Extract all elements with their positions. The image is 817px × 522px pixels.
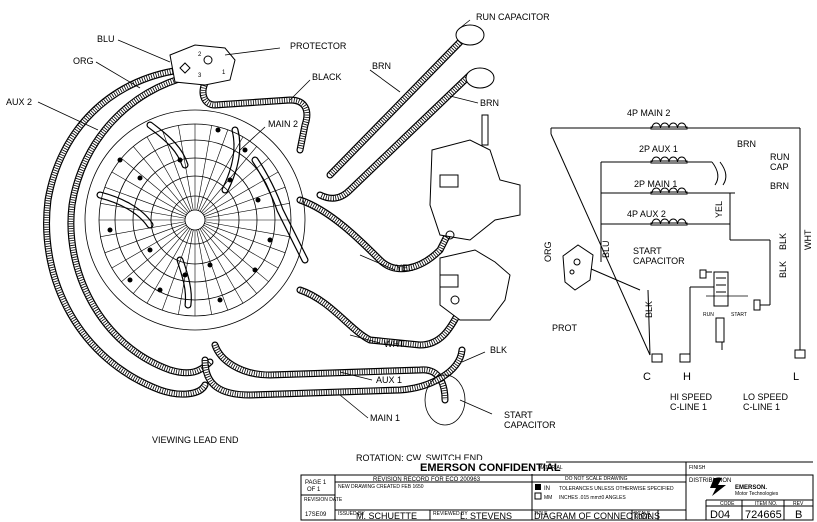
leader-lines bbox=[37, 19, 493, 419]
item-label: ITEM NO. bbox=[755, 501, 777, 507]
label-brn-mid: BRN bbox=[480, 98, 499, 108]
sch-blk-left: BLK bbox=[644, 301, 654, 318]
protector-terminal-3: 3 bbox=[198, 73, 202, 79]
sch-term-c: C bbox=[643, 371, 651, 383]
code-label: CODE bbox=[720, 501, 735, 507]
label-protector: PROTECTOR bbox=[290, 41, 347, 51]
sch-start-cap-2: CAPACITOR bbox=[633, 256, 685, 266]
sch-run-cap-1: RUN bbox=[770, 152, 790, 162]
label-blk: BLK bbox=[490, 345, 507, 355]
centrifugal-switch bbox=[429, 114, 521, 321]
sch-run: RUN bbox=[703, 312, 714, 318]
sch-yel: YEL bbox=[714, 201, 724, 218]
protector-terminal-1: 1 bbox=[222, 70, 226, 76]
item-value: 724665 bbox=[745, 509, 782, 521]
label-black: BLACK bbox=[312, 72, 342, 82]
terminal-l bbox=[794, 349, 806, 359]
rev-value: B bbox=[795, 509, 802, 521]
terminal-h bbox=[679, 353, 691, 363]
sch-term-h: H bbox=[683, 371, 691, 383]
revision-record: REVISION RECORD FOR ECO 200963 bbox=[373, 477, 481, 483]
tol-values: INCHES .015 mm±0 ANGLES bbox=[559, 495, 626, 501]
issued-by: M. SCHUETTE bbox=[356, 511, 417, 521]
sch-lo-speed-2: C-LINE 1 bbox=[743, 402, 780, 412]
sch-run-cap-2: CAP bbox=[770, 162, 789, 172]
sch-blk-right: BLK bbox=[778, 233, 788, 250]
start-capacitor bbox=[424, 374, 466, 426]
sch-blu: BLU bbox=[601, 240, 611, 258]
sch-main2: 4P MAIN 2 bbox=[627, 108, 670, 118]
sch-prot: PROT bbox=[552, 323, 578, 333]
sch-brn1: BRN bbox=[737, 139, 756, 149]
reviewed-by: L. STEVENS bbox=[460, 511, 512, 521]
label-brn-top: BRN bbox=[372, 61, 391, 71]
sch-aux2: 4P AUX 2 bbox=[627, 209, 666, 219]
drawing-created: NEW DRAWING CREATED FEB 1650 bbox=[338, 484, 424, 490]
sch-blk-right2: BLK bbox=[778, 261, 788, 278]
reviewed-by-label: REVIEWED BY bbox=[433, 511, 468, 517]
sch-aux1: 2P AUX 1 bbox=[639, 144, 678, 154]
protector: 2 3 1 bbox=[169, 44, 236, 86]
revision-date-label: REVISION DATE bbox=[304, 497, 343, 503]
sch-term-l: L bbox=[793, 371, 799, 383]
label-start-capacitor-2: CAPACITOR bbox=[504, 420, 556, 430]
sch-main1: 2P MAIN 1 bbox=[634, 179, 677, 189]
label-start-capacitor-1: START bbox=[504, 410, 533, 420]
title-block: EMERSON CONFIDENTIAL MATERIAL FINISH PAG… bbox=[300, 460, 814, 521]
scale-label: SCALE bbox=[634, 511, 651, 517]
terminal-studs bbox=[107, 127, 273, 303]
issued-by-label: ISSUED BY bbox=[338, 511, 365, 517]
rev-label: REV bbox=[793, 501, 804, 507]
protector-terminal-2: 2 bbox=[198, 52, 202, 58]
label-run-capacitor: RUN CAPACITOR bbox=[476, 12, 550, 22]
tolerances: TOLERANCES UNLESS OTHERWISE SPECIFIED bbox=[559, 486, 674, 492]
label-blu: BLU bbox=[97, 34, 115, 44]
label-wht: WHT bbox=[384, 339, 405, 349]
sch-org: ORG bbox=[543, 241, 553, 262]
caption-viewing-lead-end: VIEWING LEAD END bbox=[152, 435, 239, 445]
drawing-title: DIAGRAM OF CONNECTIONS bbox=[534, 511, 660, 521]
caption-rotation: ROTATION: CW. SWITCH END bbox=[356, 453, 483, 463]
schematic: 4P MAIN 2 2P AUX 1 2P MAIN 1 4P AUX 2 BR… bbox=[543, 108, 813, 412]
label-yel: YEL bbox=[396, 263, 413, 273]
svg-text:EMERSON.: EMERSON. bbox=[735, 485, 767, 491]
distribution-label: DISTRIBUTION bbox=[689, 478, 731, 484]
material-label: MATERIAL bbox=[538, 465, 563, 471]
confidential-banner: EMERSON CONFIDENTIAL bbox=[420, 462, 561, 474]
unit-in: IN bbox=[544, 486, 550, 492]
sch-wht: WHT bbox=[803, 229, 813, 250]
of-label: OF 1 bbox=[307, 487, 321, 493]
label-aux2: AUX 2 bbox=[6, 97, 32, 107]
finish-label: FINISH bbox=[689, 465, 706, 471]
scale-value: NONE bbox=[634, 515, 651, 521]
emerson-logo: EMERSON. Motor Technologies bbox=[710, 478, 779, 497]
sch-hi-speed-1: HI SPEED bbox=[670, 392, 713, 402]
sch-lo-speed-1: LO SPEED bbox=[743, 392, 789, 402]
motor-lead-end-view: 2 3 1 bbox=[6, 12, 556, 463]
title-label: TITLE bbox=[534, 511, 548, 517]
svg-text:Motor Technologies: Motor Technologies bbox=[735, 491, 779, 497]
run-capacitor bbox=[455, 24, 495, 89]
sch-brn2: BRN bbox=[770, 181, 789, 191]
revision-date: 17SE09 bbox=[305, 512, 327, 518]
sch-start-cap-1: START bbox=[633, 246, 662, 256]
winding-leads bbox=[43, 38, 474, 404]
label-aux1: AUX 1 bbox=[376, 375, 402, 385]
unit-mm: MM bbox=[544, 495, 552, 501]
label-main1: MAIN 1 bbox=[370, 413, 400, 423]
do-not-scale: DO NOT SCALE DRAWING bbox=[565, 476, 628, 482]
sch-hi-speed-2: C-LINE 1 bbox=[670, 402, 707, 412]
stator bbox=[84, 109, 306, 331]
code-value: D04 bbox=[710, 509, 730, 521]
page-label: PAGE 1 bbox=[305, 480, 327, 486]
sch-start: START bbox=[731, 312, 747, 318]
terminal-c bbox=[651, 353, 663, 363]
label-org: ORG bbox=[73, 56, 94, 66]
label-main2: MAIN 2 bbox=[268, 119, 298, 129]
